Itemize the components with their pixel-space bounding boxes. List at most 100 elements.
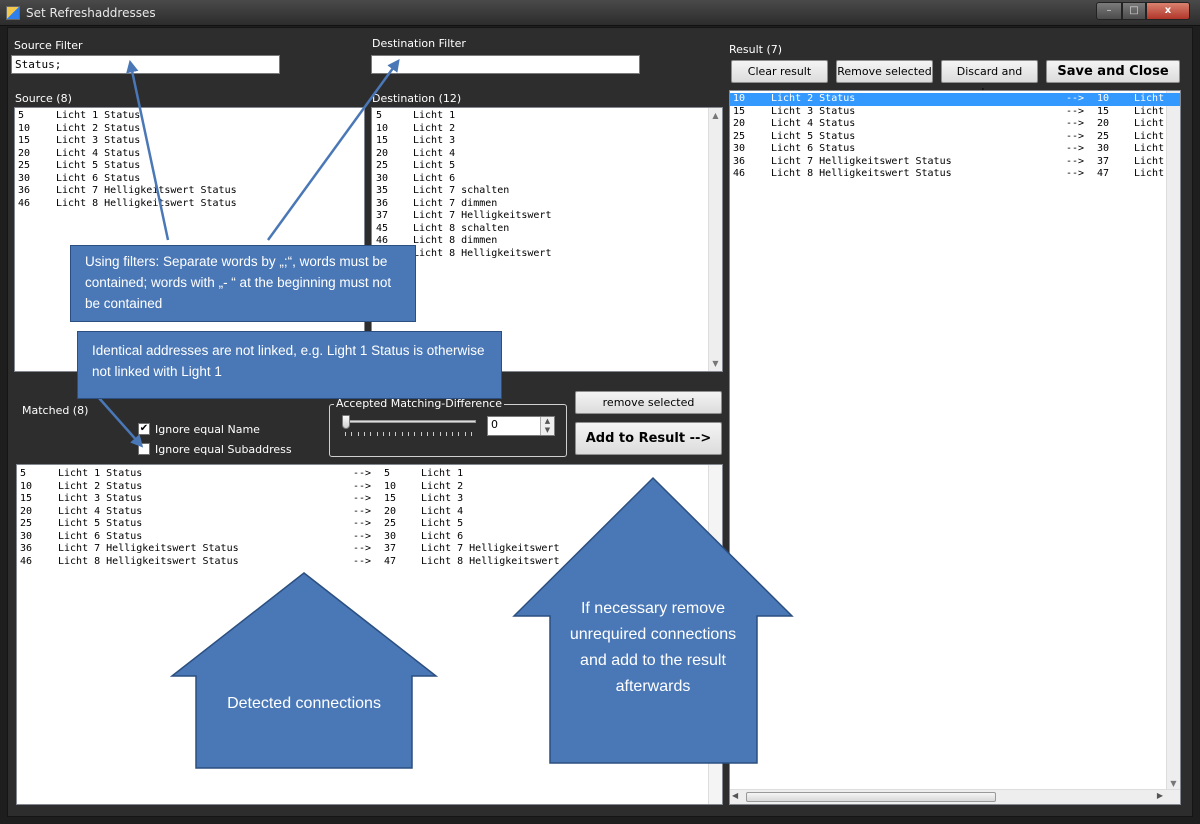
slider-tick xyxy=(357,432,359,436)
result-scroll-down-icon[interactable]: ▼ xyxy=(1170,779,1177,788)
slider-tick xyxy=(420,432,422,436)
discard-and-close-button[interactable]: Discard and close xyxy=(941,60,1038,99)
source-row-addr: 5 xyxy=(18,110,25,121)
close-button[interactable]: x xyxy=(1146,2,1190,20)
destination-row-addr: 25 xyxy=(376,160,389,171)
matched-row-src-name: Licht 2 Status xyxy=(58,480,143,492)
matched-row-dst-addr: 37 xyxy=(384,543,397,554)
horizontal-scroll-thumb[interactable] xyxy=(746,792,996,802)
result-row-dst-name: Licht xyxy=(1134,93,1165,104)
result-row-src-addr: 30 xyxy=(733,143,746,154)
matched-row-src-addr: 10 xyxy=(20,480,33,492)
source-row-name: Licht 1 Status xyxy=(56,110,141,121)
ignore-equal-name-label: Ignore equal Name xyxy=(155,423,260,436)
source-filter-input[interactable] xyxy=(11,55,280,74)
slider-tick xyxy=(395,432,397,436)
matching-difference-track xyxy=(342,420,476,423)
result-vertical-scrollbar[interactable]: ▲ ▼ xyxy=(1166,91,1180,791)
slider-tick xyxy=(351,432,353,436)
maximize-button[interactable]: □ xyxy=(1122,2,1146,20)
scroll-up-icon[interactable]: ▲ xyxy=(712,111,719,120)
slider-tick xyxy=(382,432,384,436)
matched-row-dst-addr: 47 xyxy=(384,555,397,567)
slider-tick xyxy=(471,432,472,436)
result-horizontal-scrollbar[interactable]: ◀ ▶ xyxy=(730,789,1180,804)
result-row-src-name: Licht 8 Helligkeitswert Status xyxy=(771,168,952,179)
source-label: Source (8) xyxy=(15,92,72,105)
remove-and-add-label: If necessary remove unrequired connectio… xyxy=(569,600,737,695)
spin-down-icon[interactable]: ▼ xyxy=(544,426,551,434)
destination-row-name: Licht 8 schalten xyxy=(413,222,510,234)
spin-up-icon[interactable]: ▲ xyxy=(544,417,551,425)
add-to-result-button[interactable]: Add to Result --> xyxy=(575,422,722,455)
matched-row-arrow: --> xyxy=(353,530,372,542)
destination-filter-label: Destination Filter xyxy=(372,37,466,50)
ignore-equal-subaddress-checkbox[interactable] xyxy=(138,443,150,455)
matching-difference-title: Accepted Matching-Difference xyxy=(334,397,504,410)
clear-result-button[interactable]: Clear result xyxy=(731,60,828,83)
scroll-right-icon[interactable]: ▶ xyxy=(1156,791,1163,800)
remove-selected-result-button[interactable]: Remove selected xyxy=(836,60,933,83)
remove-selected-button[interactable]: remove selected xyxy=(575,391,722,414)
result-row-dst-name: Licht xyxy=(1134,130,1165,142)
window-title: Set Refreshaddresses xyxy=(26,6,156,20)
destination-row-addr: 15 xyxy=(376,135,389,146)
scroll-down-icon[interactable]: ▼ xyxy=(712,359,719,368)
matching-difference-slider[interactable] xyxy=(342,415,350,429)
destination-scrollbar[interactable]: ▲ ▼ xyxy=(708,108,722,371)
save-and-close-button[interactable]: Save and Close xyxy=(1046,60,1180,83)
ignore-equal-name-checkbox[interactable]: ✔ xyxy=(138,423,150,435)
result-row-arrow: --> xyxy=(1066,143,1085,154)
scroll-left-icon[interactable]: ◀ xyxy=(732,791,739,800)
title-bar[interactable]: Set Refreshaddresses – □ x xyxy=(0,0,1200,26)
matched-row-dst-addr: 10 xyxy=(384,480,397,492)
source-row[interactable]: 5 Licht 1 Status xyxy=(15,110,364,123)
result-row-arrow: --> xyxy=(1066,130,1085,142)
result-row-src-addr: 36 xyxy=(733,155,746,167)
matching-difference-spinner[interactable]: 0 ▲ ▼ xyxy=(487,416,555,436)
matched-row-src-name: Licht 1 Status xyxy=(58,468,143,479)
destination-filter-input[interactable] xyxy=(371,55,640,74)
result-row-src-addr: 25 xyxy=(733,130,746,142)
destination-row-addr: 30 xyxy=(376,172,389,184)
result-row-dst-addr: 47 xyxy=(1097,168,1110,179)
minimize-button[interactable]: – xyxy=(1096,2,1122,20)
source-filter-label: Source Filter xyxy=(14,39,83,52)
